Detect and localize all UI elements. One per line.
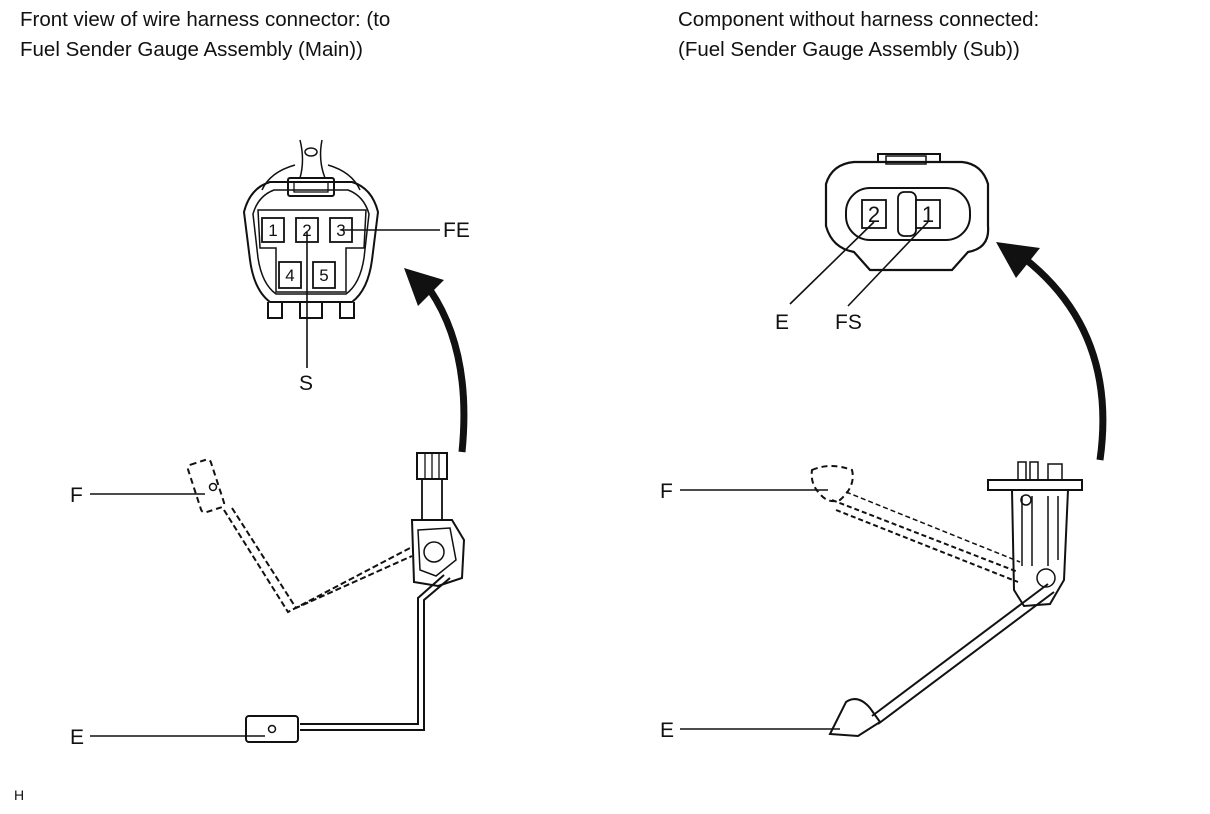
pin-2-label: 2 xyxy=(302,221,311,240)
pin-5-label: 5 xyxy=(319,266,328,285)
sub-connector-leaders xyxy=(789,221,929,307)
pin-1-box xyxy=(261,217,285,243)
pin-2-box xyxy=(861,199,887,229)
caption-sub: Component without harness connected: (Fu… xyxy=(678,5,1039,65)
sub-sender-gauge xyxy=(810,461,1083,738)
sub-connector-pins: 2 1 xyxy=(861,199,941,229)
label-main-e: E xyxy=(70,726,84,749)
pin-1-box xyxy=(915,199,941,229)
main-connector-leaders xyxy=(306,229,440,368)
sub-arrow xyxy=(996,242,1107,461)
label-sub-f: F xyxy=(660,480,673,503)
main-harness-connector xyxy=(242,139,380,319)
caption-main-line-1: Front view of wire harness connector: (t… xyxy=(20,8,391,31)
pin-1-label: 1 xyxy=(922,202,934,227)
label-sub-e2: E xyxy=(660,719,674,742)
main-arrow xyxy=(404,268,468,453)
label-fs: FS xyxy=(835,311,862,334)
caption-sub-line-2: (Fuel Sender Gauge Assembly (Sub)) xyxy=(678,38,1020,61)
main-sender-leaders xyxy=(90,493,265,737)
label-s: S xyxy=(299,372,313,395)
sub-component-connector xyxy=(824,153,990,272)
caption-main: Front view of wire harness connector: (t… xyxy=(20,5,390,65)
pin-1-label: 1 xyxy=(268,221,277,240)
label-main-f: F xyxy=(70,484,83,507)
label-sub-e: E xyxy=(775,311,789,334)
pin-5-box xyxy=(312,261,336,289)
pin-4-label: 4 xyxy=(285,266,294,285)
caption-main-line-2: Fuel Sender Gauge Assembly (Main)) xyxy=(20,38,363,61)
pin-2-label: 2 xyxy=(868,202,880,227)
sub-sender-leaders xyxy=(680,489,840,730)
caption-sub-line-1: Component without harness connected: xyxy=(678,8,1040,31)
figure-code: H xyxy=(14,787,24,803)
pin-4-box xyxy=(278,261,302,289)
label-fe: FE xyxy=(443,219,470,242)
main-sender-gauge xyxy=(186,452,466,743)
